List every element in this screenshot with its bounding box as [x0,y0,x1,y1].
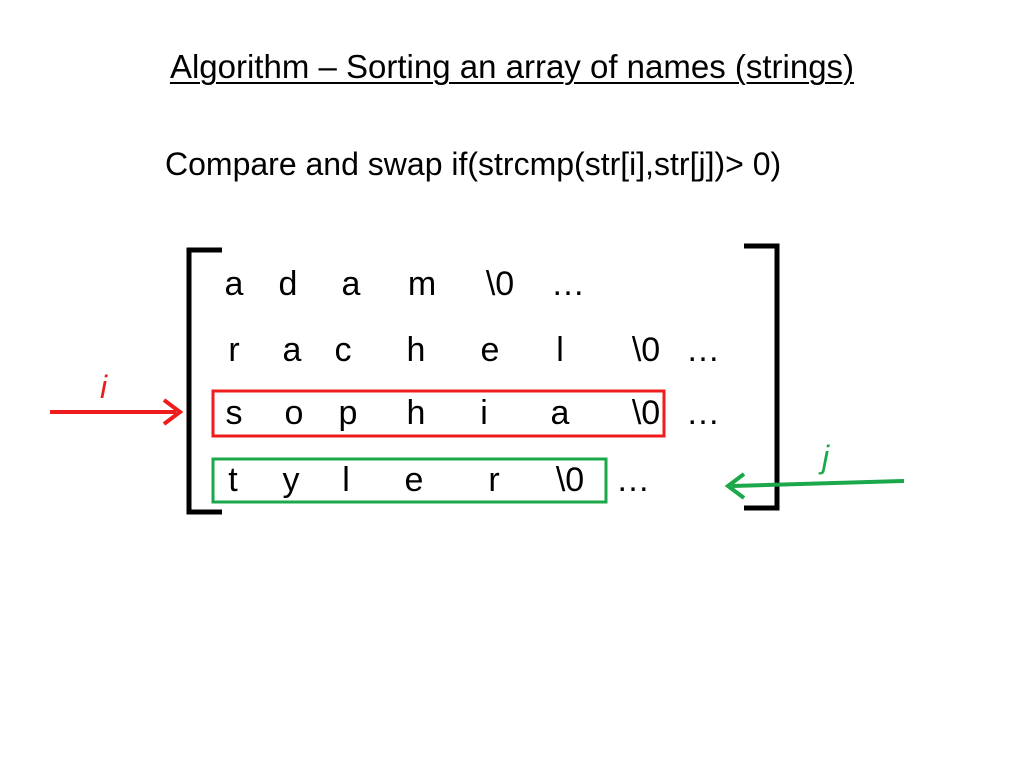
matrix-cell-r2-c6: \0 [632,394,660,432]
matrix-cell-r3-c6: … [616,461,650,499]
matrix-cell-r0-c5: … [551,265,585,303]
matrix-cell-r0-c1: d [279,265,298,303]
matrix-cell-r1-c0: r [228,331,239,369]
pointer-j-arrow [724,472,905,500]
pointer-i-label: i [100,369,108,405]
matrix-cell-r3-c0: t [228,461,238,499]
matrix-cell-r3-c4: r [488,461,499,499]
matrix-cell-r0-c3: m [408,265,436,303]
matrix-cell-r1-c3: h [407,331,426,369]
matrix-cell-r2-c5: a [551,394,570,432]
matrix-cell-r3-c1: y [283,461,300,499]
matrix-cell-r3-c3: e [405,461,424,499]
matrix-cell-r2-c2: p [339,394,358,432]
slide-title: Algorithm – Sorting an array of names (s… [169,48,855,85]
right-bracket [744,243,780,511]
matrix-cell-r3-c2: l [342,461,350,499]
row-i-highlight [211,389,666,438]
left-bracket [186,247,222,515]
matrix-cell-r1-c4: e [481,331,500,369]
matrix-cell-r1-c1: a [283,331,302,369]
matrix-cell-r0-c4: \0 [486,265,514,303]
slide-subtitle: Compare and swap if(strcmp(str[i],str[j]… [165,146,782,182]
matrix-cell-r1-c2: c [335,331,352,369]
matrix-cell-r3-c5: \0 [556,461,584,499]
pointer-j-label: j [818,439,830,475]
matrix-cell-r1-c5: l [556,331,564,369]
matrix-cell-r0-c0: a [225,265,244,303]
matrix-cell-r2-c1: o [285,394,304,432]
row-j-highlight [211,457,608,504]
matrix-cell-r1-c7: … [686,331,720,369]
matrix-cell-r1-c6: \0 [632,331,660,369]
pointer-i-arrow [50,398,184,426]
matrix-cell-r2-c4: i [480,394,488,432]
matrix-cell-r2-c3: h [407,394,426,432]
matrix-cell-r0-c2: a [342,265,361,303]
matrix-cell-r2-c0: s [226,394,243,432]
matrix-cell-r2-c7: … [686,394,720,432]
